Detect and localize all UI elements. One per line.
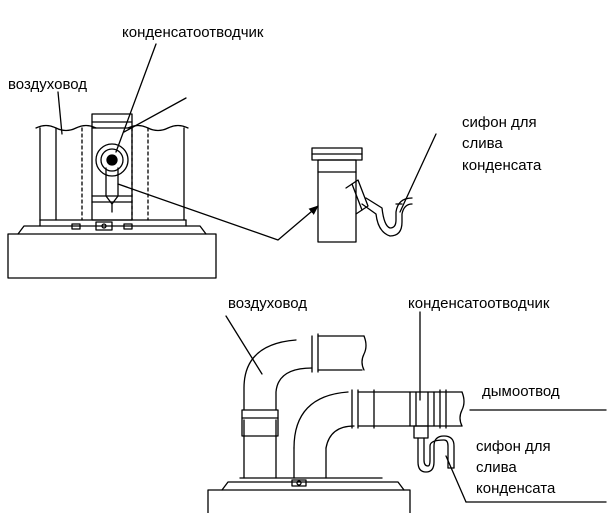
top-siphon-label-line3: конденсата	[462, 157, 542, 174]
bottom-condensate-trap-outlet	[413, 425, 429, 439]
bottom-boiler-body	[207, 489, 411, 513]
bottom-leader-siphon	[445, 455, 467, 503]
bottom-siphon-label-line3: конденсата	[476, 480, 556, 497]
top-leader-condensate-drain	[115, 43, 157, 153]
bottom-condensate-trap-body	[409, 391, 435, 427]
bottom-siphon-label-line2: слива	[476, 459, 517, 476]
top-detail-pipe-body	[317, 159, 357, 243]
top-siphon-label-line1: сифон для	[462, 114, 537, 131]
bottom-flue-elbow	[293, 391, 349, 449]
bottom-siphon-label-line1: сифон для	[476, 438, 551, 455]
bottom-label-air-duct: воздуховод	[228, 295, 307, 312]
bottom-flue-break	[459, 391, 465, 427]
top-label-condensate-drain: конденсатоотводчик	[122, 24, 264, 41]
top-detail-siphon	[361, 203, 413, 237]
bottom-leader-air-duct	[225, 315, 263, 375]
top-flue-pipe	[91, 113, 133, 221]
top-arrow-to-detail	[117, 183, 319, 241]
top-siphon-label-line2: слива	[462, 135, 503, 152]
top-break-line-left	[35, 124, 97, 132]
bottom-label-condensate-drain: конденсатоотводчик	[408, 295, 550, 312]
top-plate-fitting	[95, 221, 113, 231]
bottom-siphon	[417, 435, 455, 473]
top-condensate-trap	[95, 143, 129, 213]
top-break-line-right	[127, 124, 189, 132]
top-leader-right-duct	[123, 97, 187, 133]
top-boiler-body	[7, 233, 217, 279]
bottom-air-duct-break	[361, 335, 367, 371]
bottom-label-flue: дымоотвод	[482, 383, 560, 400]
top-label-air-duct: воздуховод	[8, 76, 87, 93]
top-leader-air-duct	[57, 91, 63, 135]
bottom-air-duct-elbow	[243, 339, 297, 411]
top-detail-pipe-with-siphon	[311, 147, 413, 243]
top-leader-siphon	[399, 133, 437, 213]
top-boiler-assembly	[7, 113, 217, 279]
bottom-air-duct-sleeve	[241, 409, 279, 437]
bottom-assembly	[207, 333, 465, 513]
